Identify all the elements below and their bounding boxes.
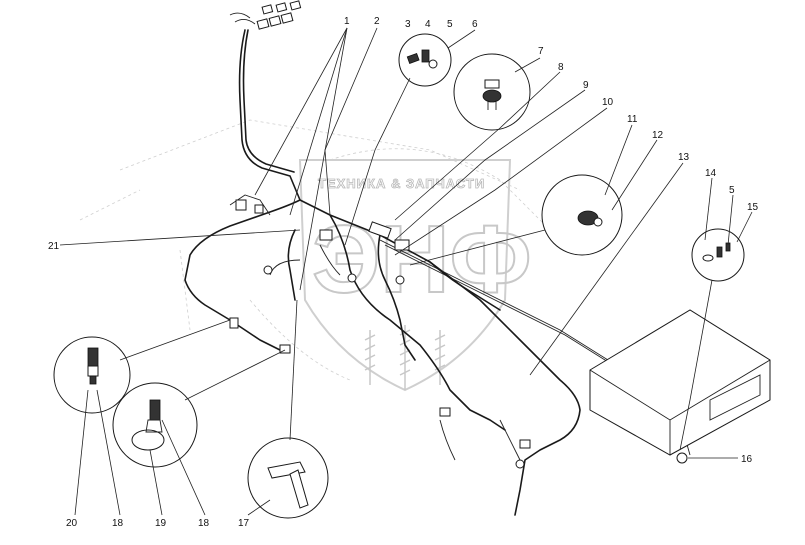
detail-3-6 bbox=[398, 33, 452, 87]
callout-2: 2 bbox=[374, 16, 380, 27]
detail-18-19 bbox=[112, 382, 198, 468]
callout-labels: 1 2 3 4 5 6 7 8 9 10 11 12 13 14 5 15 16… bbox=[48, 16, 759, 529]
callout-16: 16 bbox=[741, 454, 753, 465]
watermark-logo: ТЕХНИКА & ЗАПЧАСТИ ЭНФ bbox=[298, 159, 533, 392]
top-connectors bbox=[229, 0, 302, 30]
callout-4: 4 bbox=[425, 19, 431, 30]
callout-9: 9 bbox=[583, 80, 589, 91]
callout-7: 7 bbox=[538, 46, 544, 57]
callout-8: 8 bbox=[558, 62, 564, 73]
callout-19: 19 bbox=[155, 518, 167, 529]
callout-18b: 18 bbox=[112, 518, 124, 529]
callout-10: 10 bbox=[602, 97, 614, 108]
callout-14: 14 bbox=[705, 168, 717, 179]
callout-17: 17 bbox=[238, 518, 250, 529]
callout-5: 5 bbox=[447, 19, 453, 30]
detail-14-15 bbox=[691, 228, 745, 282]
detail-7 bbox=[453, 53, 531, 131]
watermark-letters: ЭНФ bbox=[312, 206, 532, 313]
callout-6: 6 bbox=[472, 19, 478, 30]
callout-15: 15 bbox=[747, 202, 759, 213]
callout-3: 3 bbox=[405, 19, 411, 30]
callout-5b: 5 bbox=[729, 185, 735, 196]
callout-18a: 18 bbox=[198, 518, 210, 529]
callout-1: 1 bbox=[344, 16, 350, 27]
detail-11-12 bbox=[541, 174, 623, 256]
leader-lines bbox=[59, 27, 753, 516]
detail-18-20 bbox=[53, 336, 131, 414]
battery-box bbox=[589, 309, 771, 464]
callout-12: 12 bbox=[652, 130, 664, 141]
detail-17 bbox=[247, 437, 329, 519]
watermark-caption: ТЕХНИКА & ЗАПЧАСТИ bbox=[318, 176, 485, 191]
callout-20: 20 bbox=[66, 518, 78, 529]
callout-13: 13 bbox=[678, 152, 690, 163]
callout-21: 21 bbox=[48, 241, 60, 252]
callout-11: 11 bbox=[627, 114, 638, 125]
background-outline bbox=[79, 119, 561, 381]
harness-parts bbox=[229, 199, 531, 469]
